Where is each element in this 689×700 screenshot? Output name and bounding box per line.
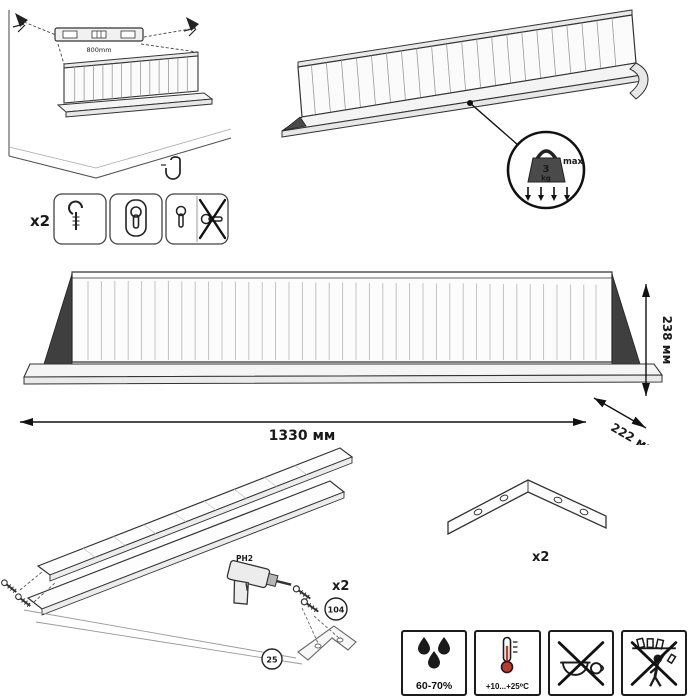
person-figure xyxy=(649,651,667,687)
depth-dimension xyxy=(593,397,647,429)
mounting-hook-detail-icon xyxy=(161,156,181,180)
drill-point-right-icon xyxy=(183,17,199,37)
callout-line xyxy=(469,102,519,146)
bracket-quantity: x2 xyxy=(532,550,549,565)
part-number-screw: 104 xyxy=(328,606,345,615)
water-drops-icon xyxy=(418,637,451,669)
keyhole-correct-icon xyxy=(175,205,187,228)
corner-bracket-icon xyxy=(447,479,607,536)
load-limit-panel: 3 kg max xyxy=(280,5,689,220)
temperature-box: +10...+25⁰C xyxy=(474,630,541,696)
left-end-bracket xyxy=(43,273,73,365)
width-dimension-label: 1330 мм xyxy=(269,428,336,444)
max-load-badge: 3 kg max xyxy=(506,130,586,210)
screw-icon xyxy=(15,593,31,608)
wall-mounting-panel: 800mm x2 xyxy=(0,0,235,250)
right-end-bracket xyxy=(611,273,641,365)
bracket-panel: x2 xyxy=(420,460,630,580)
mounting-hardware-count: x2 xyxy=(30,212,50,230)
width-dimension xyxy=(20,418,586,426)
screw-icon xyxy=(1,579,17,594)
height-dimension-label: 238 мм xyxy=(660,316,674,365)
height-dimension xyxy=(642,284,650,396)
no-climbing-icon xyxy=(630,637,678,687)
kettlebell-weight-icon xyxy=(527,149,566,183)
temperature-range-label: +10...+25⁰C xyxy=(485,682,529,691)
hardware-box-orientation xyxy=(165,193,229,245)
thermometer-icon xyxy=(501,636,518,674)
part-number-bracket: 25 xyxy=(266,656,278,665)
shelf-perspective-drawing xyxy=(281,9,649,138)
drill-point-left-icon xyxy=(12,13,28,33)
hardware-box-keyhole-hanger xyxy=(109,193,163,245)
keyhole-wrong-icon xyxy=(200,213,223,225)
assembly-panel: PH2 x2 104 xyxy=(0,440,400,700)
max-load-value: 3 xyxy=(543,164,550,175)
shelf-on-wall-drawing xyxy=(56,51,214,118)
max-load-unit: kg xyxy=(541,175,551,183)
down-arrows-icon xyxy=(525,187,570,201)
part-callout-25: 25 xyxy=(261,648,283,670)
environment-icons-strip: 60-70% +10...+25⁰C xyxy=(401,630,687,696)
wall-corner-lines xyxy=(8,10,232,179)
screw-icon xyxy=(300,598,319,613)
humidity-box: 60-70% xyxy=(401,630,468,696)
humidity-range-label: 60-70% xyxy=(416,679,453,692)
guide-lines xyxy=(23,21,198,65)
drill-driver-icon xyxy=(226,559,292,605)
bit-label: PH2 xyxy=(236,554,253,563)
assembly-quantity: x2 xyxy=(332,579,349,594)
cross-mark-icon xyxy=(198,198,227,240)
no-hot-objects-box xyxy=(547,630,614,696)
shelf-board-drawing xyxy=(26,480,346,616)
dimensions-panel: 1330 мм 238 мм 222 мм xyxy=(0,250,689,445)
no-hot-objects-icon xyxy=(557,641,604,686)
screw-icon xyxy=(292,585,311,600)
spirit-level-icon xyxy=(54,27,144,42)
hardware-box-hook-screw xyxy=(53,193,107,245)
corner-bracket-sketch xyxy=(297,625,357,661)
keyhole-hanger-icon xyxy=(125,199,147,237)
back-panel-drawing xyxy=(36,447,354,582)
placement-lines xyxy=(23,609,303,665)
max-load-qualifier: max xyxy=(563,157,584,167)
bracket-guide-lines xyxy=(301,607,340,644)
no-climbing-box xyxy=(620,630,687,696)
shelf-front-drawing xyxy=(23,271,664,385)
part-callout-104: 104 xyxy=(324,597,348,621)
level-dimension-label: 800mm xyxy=(86,46,111,54)
hook-screw-icon xyxy=(68,200,83,230)
